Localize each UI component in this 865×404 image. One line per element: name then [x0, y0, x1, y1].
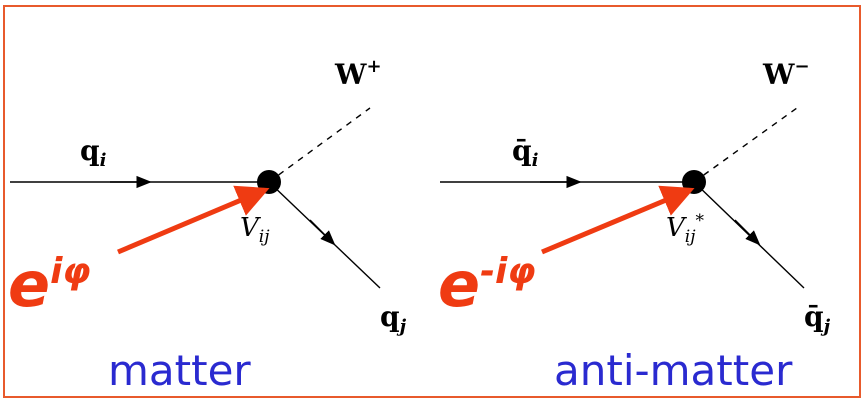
- incoming-antiquark-label: q̄i: [512, 134, 539, 171]
- coupling-label: Vij: [240, 213, 270, 247]
- incoming-quark-label: qi: [80, 134, 107, 171]
- phase-expression: e-iφ: [438, 248, 536, 321]
- phase-expression: eiφ: [8, 248, 91, 321]
- w-boson-line: [693, 107, 798, 183]
- outgoing-quark-label: qj: [380, 300, 407, 337]
- outgoing-quark-arrow: [309, 219, 336, 246]
- outgoing-antiquark-label: q̄j: [804, 300, 831, 337]
- caption-anti-matter: anti-matter: [554, 346, 793, 395]
- phase-arrow: [117, 185, 270, 255]
- caption-matter: matter: [108, 346, 251, 395]
- matter-diagram: qi W+ Vij qj eiφ matter: [8, 56, 407, 395]
- coupling-label: Vij*: [666, 211, 705, 247]
- outgoing-antiquark-arrow: [734, 219, 761, 246]
- outer-frame: [3, 5, 861, 398]
- w-minus-label: W−: [762, 56, 810, 91]
- outgoing-antiquark-line: [693, 181, 805, 289]
- w-boson-line: [268, 107, 371, 183]
- anti-matter-diagram: q̄i W− Vij* q̄j e-iφ anti-matter: [438, 56, 831, 395]
- phase-arrow: [541, 185, 695, 255]
- w-plus-label: W+: [334, 56, 382, 91]
